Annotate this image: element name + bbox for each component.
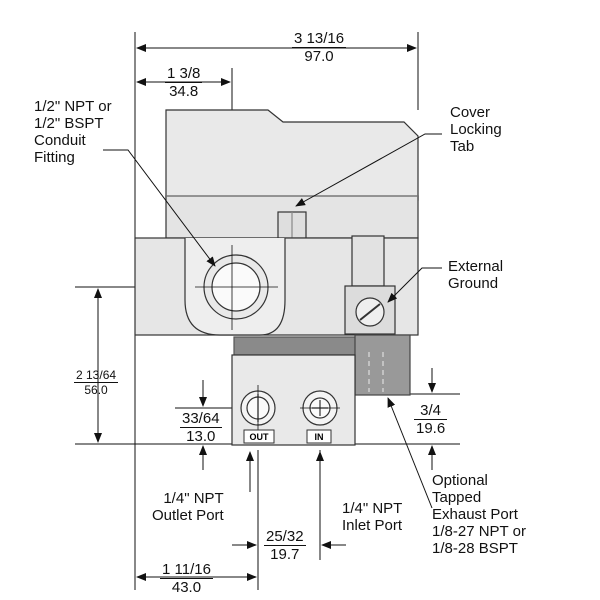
ground-block-top [351,235,385,287]
ground-leader [387,267,442,303]
inlet-port-callout: 1/4" NPT Inlet Port [342,500,403,534]
device-body [134,109,419,446]
port-spacing-label: 25/32 19.7 [264,528,306,563]
port-tags: OUT IN [243,429,332,444]
external-ground-callout: External Ground [448,258,504,292]
overall-height-label: 2 13/64 56.0 [74,368,119,397]
inlet-tag: IN [315,432,324,442]
cover-tab-callout: Cover Locking Tab [450,104,502,155]
exhaust-leader [387,397,433,509]
outlet-tag: OUT [250,432,270,442]
outlet-tag-box [243,429,275,444]
gasket-strip [233,336,365,356]
conduit-offset-label: 1 3/8 34.8 [165,65,203,100]
conduit-leader [103,149,216,267]
exhaust-port-callout: Optional Tapped Exhaust Port 1/8-27 NPT … [432,472,526,557]
overall-width-label: 3 13/16 97.0 [292,30,347,65]
outlet-offset-label: 1 11/16 43.0 [160,561,213,596]
exhaust-height-label: 3/4 19.6 [414,402,448,437]
inlet-tag-box [306,429,332,444]
outlet-port-callout: 1/4" NPT Outlet Port [152,490,224,524]
outlet-height-label: 33/64 13.0 [180,410,222,445]
cover-tab-leader [295,133,442,207]
cover [165,109,419,201]
conduit-fitting-callout: 1/2" NPT or 1/2" BSPT Conduit Fitting [34,98,112,166]
